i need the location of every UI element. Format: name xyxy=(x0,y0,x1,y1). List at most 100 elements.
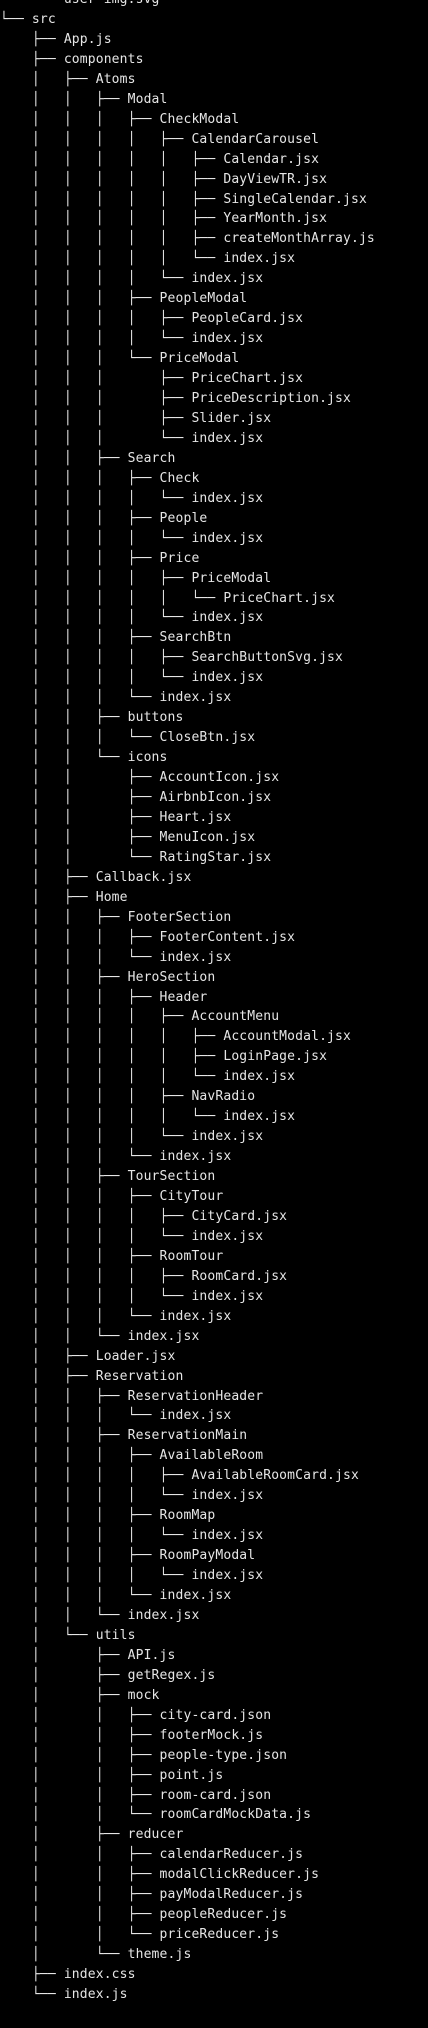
tree-line: │ │ │ ├── AvailableRoom xyxy=(0,1448,264,1464)
tree-line: │ │ │ ├── PriceDescription.jsx xyxy=(0,391,351,406)
tree-line: │ └── utils xyxy=(0,1627,136,1643)
tree-line: │ │ │ └── index.jsx xyxy=(0,1408,232,1424)
tree-line: │ │ │ ├── SearchBtn xyxy=(0,630,232,646)
tree-line: │ │ ├── room-card.json xyxy=(0,1787,272,1803)
tree-line: │ │ ├── Search xyxy=(0,450,176,466)
tree-line: │ ├── Callback.jsx xyxy=(0,869,192,885)
tree-line: │ │ │ ├── Slider.jsx xyxy=(0,410,272,426)
tree-line: │ │ │ │ └── index.jsx xyxy=(0,1568,264,1584)
tree-line: │ │ │ │ ├── CalendarCarousel xyxy=(0,131,320,147)
tree-line: │ │ │ └── index.jsx xyxy=(0,690,232,706)
tree-line: │ │ │ └── CloseBtn.jsx xyxy=(0,730,256,746)
tree-line: │ │ │ └── index.jsx xyxy=(0,430,264,446)
tree-line: │ │ │ ├── RoomMap xyxy=(0,1508,216,1524)
tree-line: │ │ │ ├── PeopleModal xyxy=(0,291,248,307)
tree-line: │ │ ├── people-type.json xyxy=(0,1747,288,1763)
tree-line: │ │ ├── ReservationMain xyxy=(0,1428,248,1444)
tree-line: │ │ │ └── index.jsx xyxy=(0,1308,232,1324)
tree-line: │ │ │ │ ├── RoomCard.jsx xyxy=(0,1268,288,1284)
tree-line: │ │ │ │ │ ├── createMonthArray.js xyxy=(0,231,375,247)
tree-line: │ │ └── index.jsx xyxy=(0,1607,200,1623)
tree-line: │ │ ├── payModalReducer.js xyxy=(0,1887,304,1903)
tree-line: │ │ │ │ └── index.jsx xyxy=(0,1488,264,1504)
tree-line: │ │ └── icons xyxy=(0,750,168,766)
tree-line: │ │ ├── calendarReducer.js xyxy=(0,1847,304,1863)
tree-line: │ │ │ ├── People xyxy=(0,510,208,526)
tree-line: │ │ └── index.jsx xyxy=(0,1328,200,1344)
tree-line: │ │ │ │ │ ├── AccountModal.jsx xyxy=(0,1029,351,1045)
tree-line: └── src xyxy=(0,11,56,27)
tree-line: │ │ │ │ ├── AvailableRoomCard.jsx xyxy=(0,1468,359,1484)
tree-line: ├── index.css xyxy=(0,1967,136,1983)
tree-line: │ │ ├── point.js xyxy=(0,1767,224,1783)
tree-line: └── index.js xyxy=(0,1987,128,2002)
tree-line: │ │ │ │ ├── PeopleCard.jsx xyxy=(0,311,304,327)
tree-line: │ │ │ │ │ ├── YearMonth.jsx xyxy=(0,211,328,227)
tree-line: │ │ ├── AccountIcon.jsx xyxy=(0,770,280,786)
tree-line: │ │ │ │ │ ├── LoginPage.jsx xyxy=(0,1049,328,1065)
tree-line: │ │ │ │ └── index.jsx xyxy=(0,530,264,546)
tree-line: │ │ │ │ ├── SearchButtonSvg.jsx xyxy=(0,650,343,666)
tree-line: │ │ ├── MenuIcon.jsx xyxy=(0,829,256,845)
tree-line: │ │ │ │ └── index.jsx xyxy=(0,1129,264,1145)
tree-line: │ │ ├── HeroSection xyxy=(0,969,216,985)
tree-line: │ │ ├── Modal xyxy=(0,91,168,107)
tree-line: │ │ │ │ └── index.jsx xyxy=(0,1228,264,1244)
tree-line: │ │ │ │ ├── CityCard.jsx xyxy=(0,1208,288,1224)
tree-line: │ │ ├── footerMock.js xyxy=(0,1727,264,1743)
tree-line: │ └── theme.js xyxy=(0,1947,192,1963)
tree-line: │ │ │ ├── CityTour xyxy=(0,1189,224,1204)
tree-line: │ │ │ ├── RoomPayModal xyxy=(0,1548,256,1564)
tree-line: │ │ │ │ │ └── index.jsx xyxy=(0,1069,296,1085)
tree-line: │ ├── Reservation xyxy=(0,1368,184,1384)
tree-line: │ │ │ ├── Check xyxy=(0,470,200,486)
tree-line: │ ├── reducer xyxy=(0,1827,184,1843)
tree-line: │ ├── getRegex.js xyxy=(0,1667,216,1683)
tree-line: │ │ ├── buttons xyxy=(0,710,184,726)
tree-line: │ │ │ │ │ ├── Calendar.jsx xyxy=(0,151,320,167)
tree-line: │ ├── API.js xyxy=(0,1647,176,1663)
tree-line: │ │ ├── Heart.jsx xyxy=(0,809,232,825)
tree-line: │ │ └── RatingStar.jsx xyxy=(0,849,272,865)
tree-line: │ │ │ └── index.jsx xyxy=(0,1588,232,1603)
tree-line: └── user-img.svg xyxy=(0,0,160,10)
tree-line: │ │ ├── FooterSection xyxy=(0,909,232,925)
tree-line: │ │ └── roomCardMockData.js xyxy=(0,1807,312,1823)
tree-line: │ │ │ ├── Header xyxy=(0,989,208,1005)
tree-line: │ │ ├── peopleReducer.js xyxy=(0,1907,288,1923)
tree-line: │ ├── Home xyxy=(0,889,128,905)
tree-line: │ │ ├── TourSection xyxy=(0,1169,216,1185)
tree-line: │ │ ├── city-card.json xyxy=(0,1707,272,1723)
tree-line: │ │ │ └── index.jsx xyxy=(0,949,232,965)
tree-line: │ │ │ │ └── index.jsx xyxy=(0,610,264,626)
tree-line: │ │ │ ├── PriceChart.jsx xyxy=(0,371,304,387)
tree-line: │ ├── Loader.jsx xyxy=(0,1348,176,1364)
tree-line: │ │ │ │ └── index.jsx xyxy=(0,670,264,686)
tree-line: │ │ │ │ │ └── index.jsx xyxy=(0,1109,296,1125)
tree-line: │ │ │ ├── CheckModal xyxy=(0,111,240,127)
tree-line: │ │ │ │ └── index.jsx xyxy=(0,1528,264,1544)
tree-line: │ ├── mock xyxy=(0,1687,160,1703)
tree-line: │ │ │ │ │ ├── DayViewTR.jsx xyxy=(0,171,328,187)
tree-line: │ │ │ ├── RoomTour xyxy=(0,1248,224,1264)
tree-line: │ │ └── priceReducer.js xyxy=(0,1927,280,1943)
tree-line: │ │ │ │ │ └── PriceChart.jsx xyxy=(0,590,336,606)
tree-line: │ │ ├── modalClickReducer.js xyxy=(0,1867,320,1883)
tree-line: │ │ │ │ └── index.jsx xyxy=(0,1288,264,1304)
tree-line: │ │ │ ├── FooterContent.jsx xyxy=(0,929,296,945)
tree-line: │ │ │ └── index.jsx xyxy=(0,1149,232,1165)
tree-line: ├── App.js xyxy=(0,31,112,47)
tree-line: │ │ │ └── PriceModal xyxy=(0,351,240,367)
tree-line: │ │ │ │ └── index.jsx xyxy=(0,271,264,287)
tree-line: │ │ ├── AirbnbIcon.jsx xyxy=(0,790,272,805)
tree-line: │ │ │ │ ├── PriceModal xyxy=(0,570,272,586)
tree-line: │ │ │ │ ├── NavRadio xyxy=(0,1089,256,1105)
tree-line: │ ├── Atoms xyxy=(0,71,136,87)
tree-line: │ │ │ │ ├── AccountMenu xyxy=(0,1009,280,1025)
tree-line: │ │ │ ├── Price xyxy=(0,550,200,566)
tree-line: │ │ │ │ │ ├── SingleCalendar.jsx xyxy=(0,191,367,207)
tree-line: │ │ ├── ReservationHeader xyxy=(0,1388,264,1404)
tree-line: │ │ │ │ └── index.jsx xyxy=(0,490,264,506)
tree-line: │ │ │ │ └── index.jsx xyxy=(0,331,264,347)
